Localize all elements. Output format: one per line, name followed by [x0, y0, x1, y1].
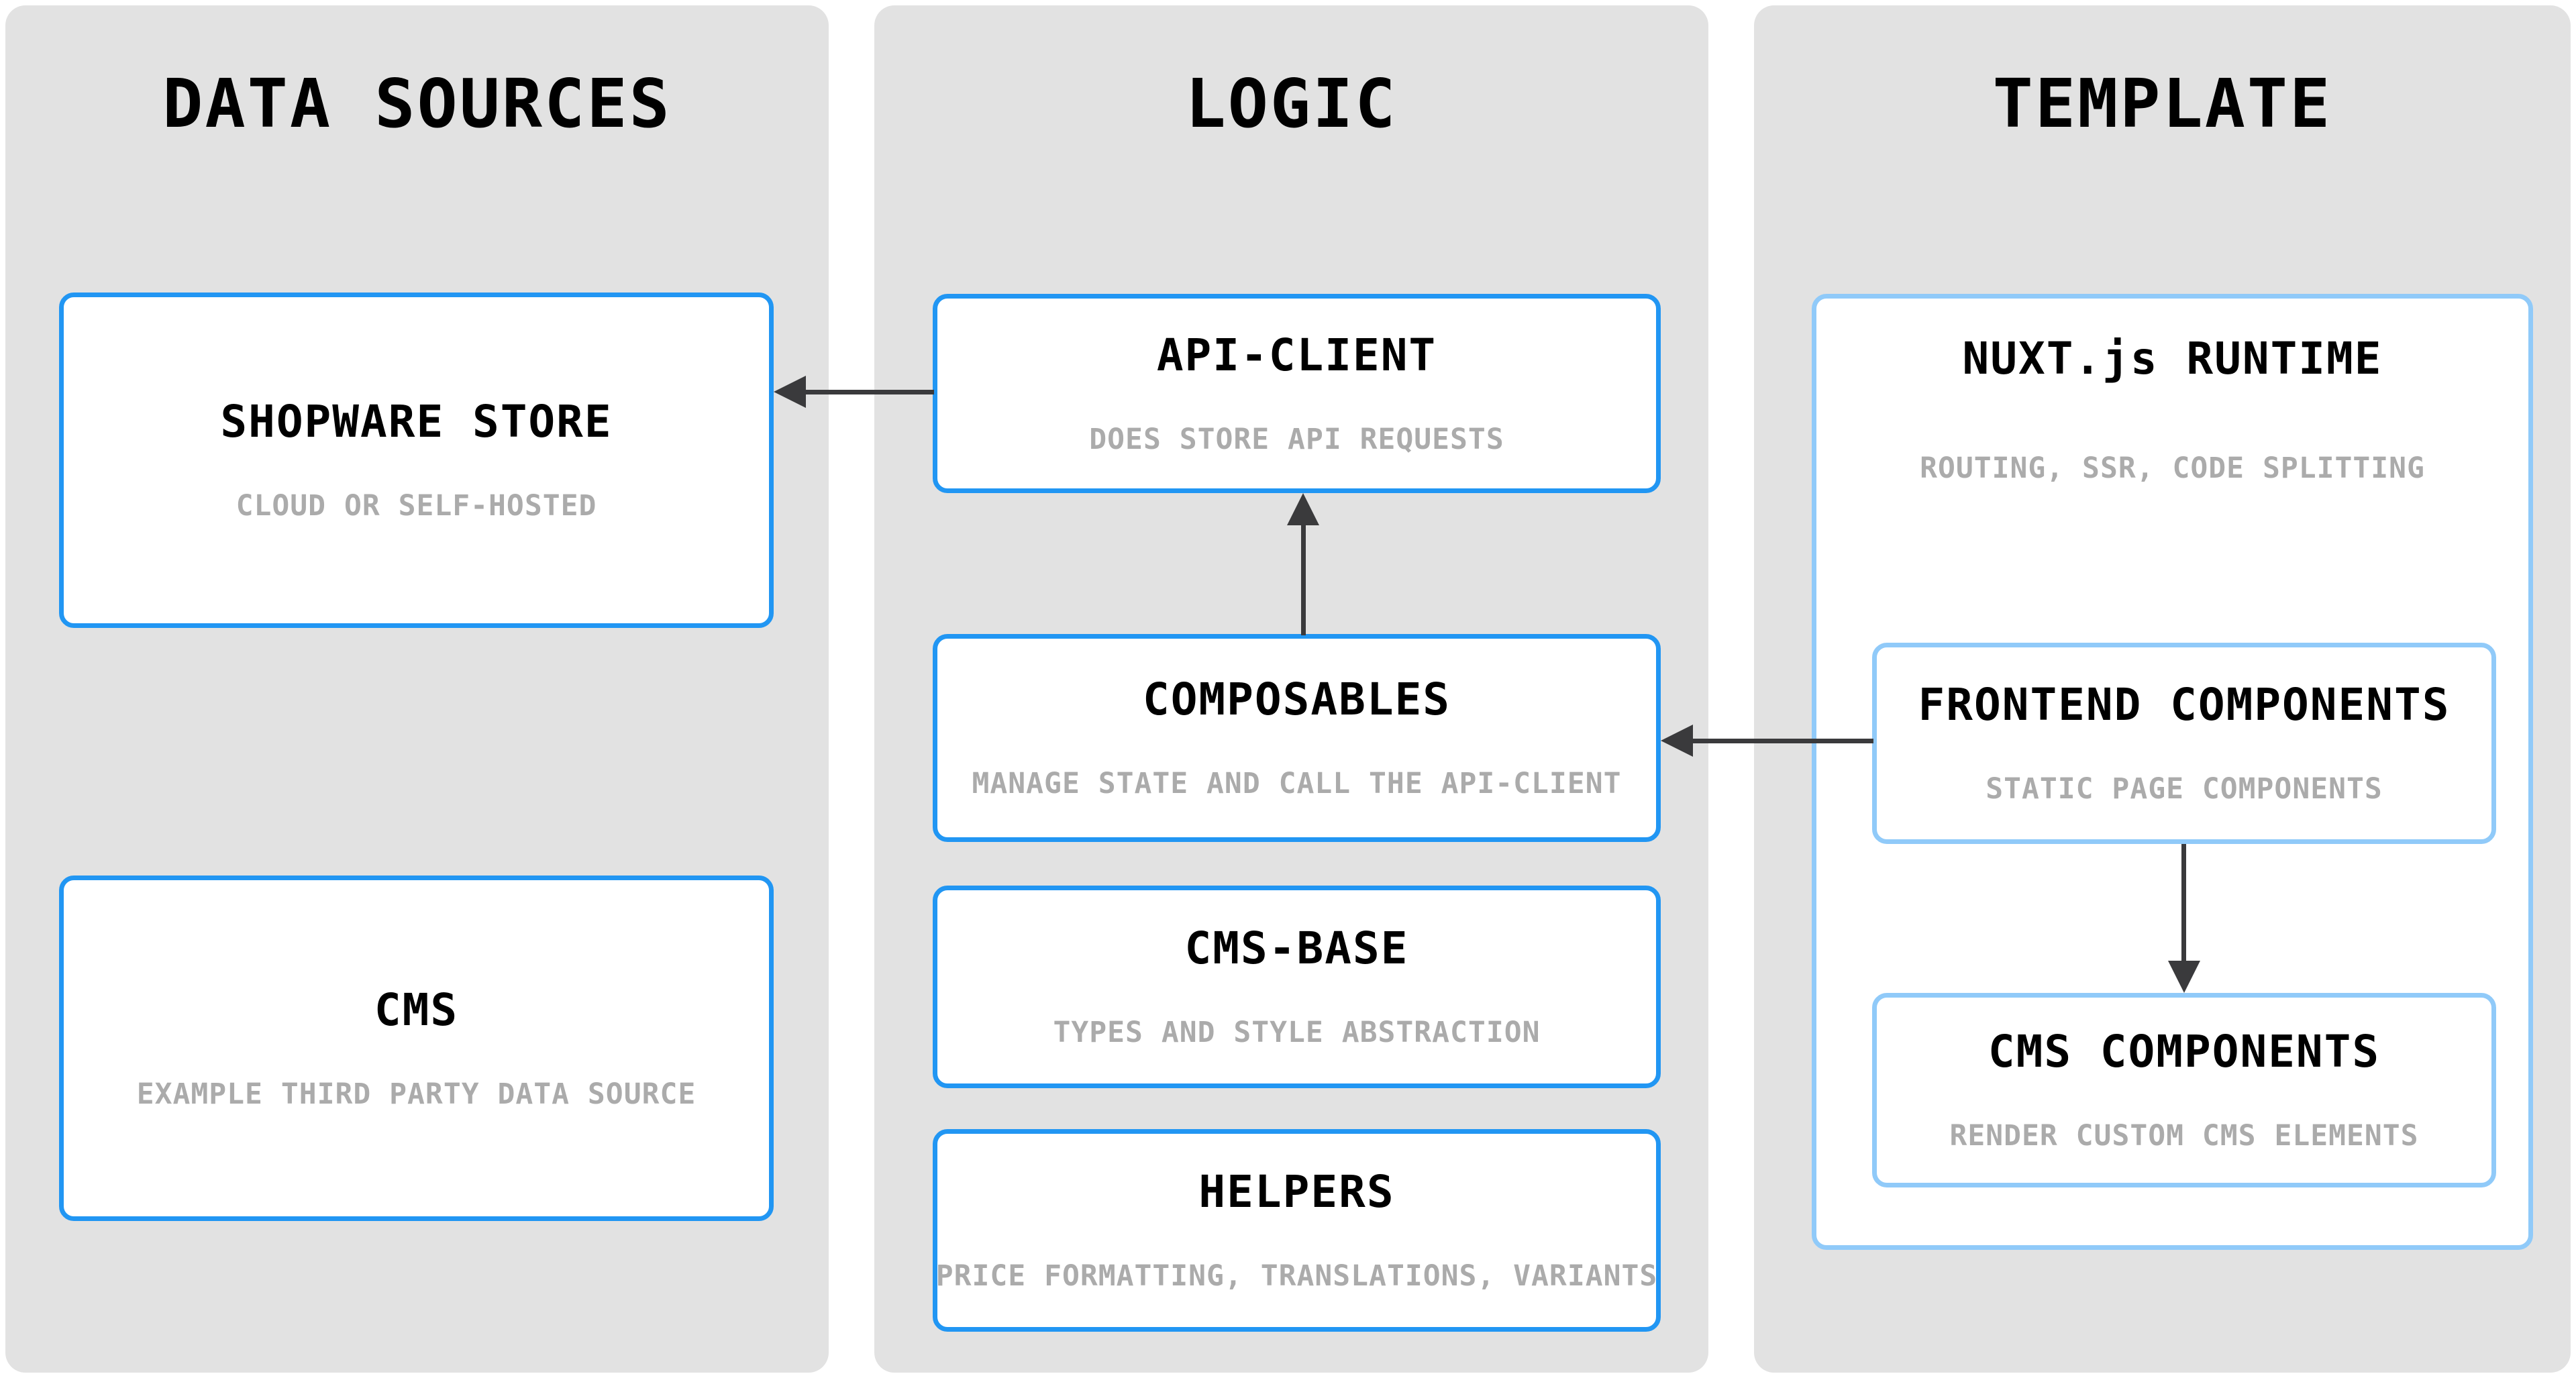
api-client-title: API-CLIENT — [1156, 329, 1437, 381]
api-client-box: API-CLIENT DOES STORE API REQUESTS — [933, 294, 1661, 493]
nuxt-runtime-subtitle: ROUTING, SSR, CODE SPLITTING — [1920, 451, 2425, 485]
cms-title: CMS — [374, 984, 459, 1036]
arrow-head-left-icon — [774, 376, 806, 408]
arrow-head-left-icon — [1661, 725, 1693, 757]
cms-base-box: CMS-BASE TYPES AND STYLE ABSTRACTION — [933, 886, 1661, 1088]
cms-base-subtitle: TYPES AND STYLE ABSTRACTION — [1053, 1016, 1541, 1050]
composables-box: COMPOSABLES MANAGE STATE AND CALL THE AP… — [933, 634, 1661, 842]
column-title-data-sources: DATA SOURCES — [162, 64, 672, 143]
nuxt-runtime-box: NUXT.js RUNTIME ROUTING, SSR, CODE SPLIT… — [1812, 294, 2533, 1250]
arrow-shaft — [2181, 844, 2186, 962]
cms-subtitle: EXAMPLE THIRD PARTY DATA SOURCE — [136, 1077, 697, 1111]
cms-components-box: CMS COMPONENTS RENDER CUSTOM CMS ELEMENT… — [1872, 993, 2496, 1187]
cms-box: CMS EXAMPLE THIRD PARTY DATA SOURCE — [59, 876, 774, 1221]
helpers-subtitle: PRICE FORMATTING, TRANSLATIONS, VARIANTS — [935, 1259, 1658, 1293]
helpers-box: HELPERS PRICE FORMATTING, TRANSLATIONS, … — [933, 1129, 1661, 1332]
composables-subtitle: MANAGE STATE AND CALL THE API-CLIENT — [972, 767, 1622, 801]
arrow-head-up-icon — [1287, 493, 1319, 525]
helpers-title: HELPERS — [1198, 1166, 1395, 1218]
shopware-store-title: SHOPWARE STORE — [220, 396, 613, 448]
composables-title: COMPOSABLES — [1142, 674, 1451, 726]
shopware-store-box: SHOPWARE STORE CLOUD OR SELF-HOSTED — [59, 293, 774, 628]
arrow-shaft — [1301, 524, 1306, 635]
cms-base-title: CMS-BASE — [1184, 922, 1409, 975]
column-title-template: TEMPLATE — [1992, 64, 2332, 143]
column-title-logic: LOGIC — [1185, 64, 1398, 143]
cms-components-title: CMS COMPONENTS — [1988, 1026, 2381, 1078]
arrow-shaft — [803, 390, 934, 394]
cms-components-subtitle: RENDER CUSTOM CMS ELEMENTS — [1949, 1119, 2419, 1153]
nuxt-runtime-title: NUXT.js RUNTIME — [1962, 333, 2383, 384]
frontend-components-subtitle: STATIC PAGE COMPONENTS — [1986, 772, 2383, 806]
arrow-shaft — [1690, 739, 1873, 743]
frontend-components-title: FRONTEND COMPONENTS — [1918, 679, 2451, 731]
frontend-components-box: FRONTEND COMPONENTS STATIC PAGE COMPONEN… — [1872, 643, 2496, 844]
shopware-store-subtitle: CLOUD OR SELF-HOSTED — [236, 489, 597, 523]
arrow-head-down-icon — [2168, 961, 2200, 993]
api-client-subtitle: DOES STORE API REQUESTS — [1089, 422, 1504, 456]
